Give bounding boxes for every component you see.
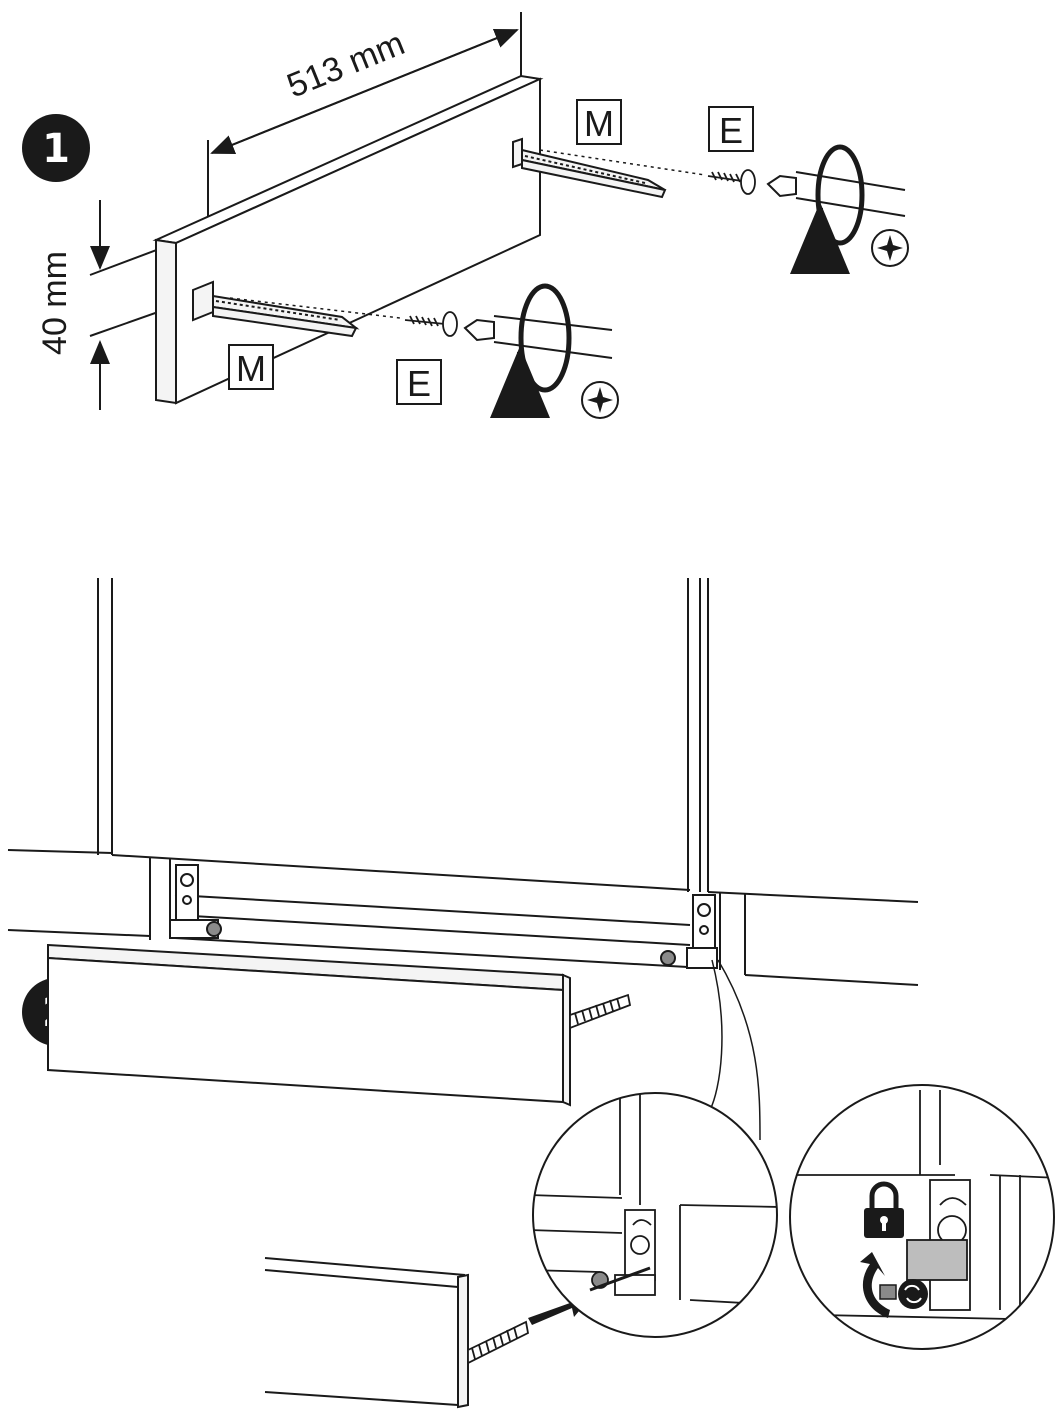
svg-text:M: M — [236, 348, 266, 389]
step-1-badge: 1 — [22, 114, 90, 182]
step-1-group: 1 513 mm 40 mm — [22, 12, 909, 419]
step-2-group: 2 — [7, 578, 1055, 1409]
screw-icon — [879, 1279, 928, 1309]
svg-text:E: E — [719, 110, 743, 151]
bracket-right — [512, 137, 667, 199]
screwdriver-upper — [766, 144, 906, 274]
screw-icon — [404, 311, 458, 337]
label-e-upper: E — [708, 106, 754, 152]
detail-leader — [709, 959, 761, 1141]
label-e-lower: E — [396, 359, 442, 405]
clip-left — [169, 864, 222, 939]
rotation-arrow-icon — [860, 1252, 890, 1318]
label-m-lower: M — [228, 344, 274, 390]
lock-icon — [864, 1181, 904, 1238]
detail-view-lock — [789, 1084, 1055, 1350]
label-m-upper: M — [576, 99, 622, 145]
svg-text:E: E — [407, 363, 431, 404]
phillips-head-icon — [581, 381, 619, 419]
bracket-left — [192, 280, 360, 338]
plinth-bracket — [467, 1320, 530, 1365]
step-1-number: 1 — [42, 126, 70, 172]
width-dimension — [207, 12, 522, 290]
width-dimension-label: 513 mm — [282, 24, 410, 105]
clip-right — [660, 894, 718, 969]
plinth-bracket — [569, 993, 632, 1030]
drawer-front-panel — [152, 74, 544, 405]
screw-icon — [707, 169, 756, 195]
svg-text:M: M — [584, 103, 614, 144]
phillips-head-icon — [871, 229, 909, 267]
height-dimension-label: 40 mm — [36, 251, 74, 355]
plinth-board-lower — [264, 1257, 469, 1409]
plinth-board — [47, 943, 571, 1107]
screwdriver-lower — [463, 283, 613, 418]
cabinet-outline — [7, 578, 919, 986]
detail-view-clip — [532, 1092, 778, 1338]
